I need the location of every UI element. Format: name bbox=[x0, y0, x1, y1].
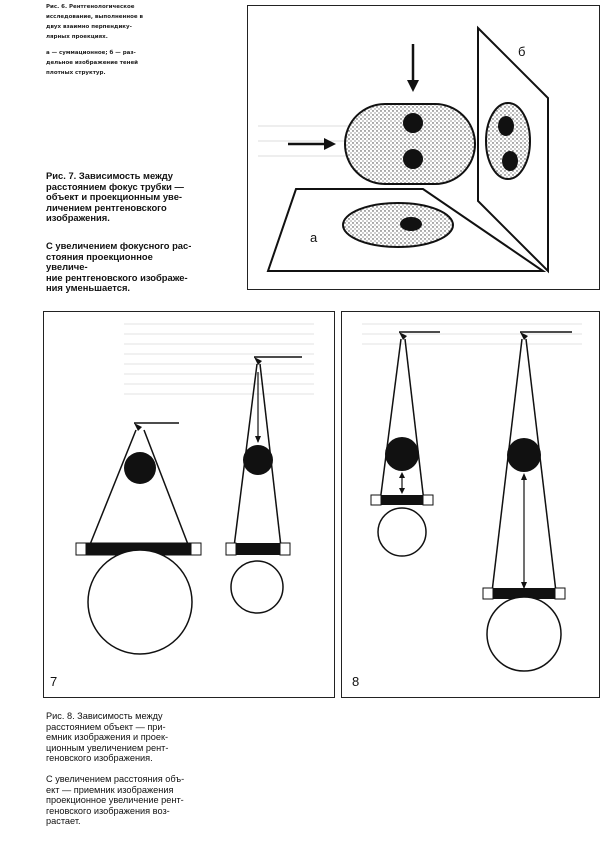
fig7-note-line: ния уменьшается. bbox=[46, 282, 131, 293]
projected-image-right bbox=[486, 596, 562, 672]
dense-structure bbox=[403, 149, 423, 169]
fig7-caption-line: Зависимость между bbox=[78, 170, 174, 181]
arrow-vertical-head bbox=[407, 80, 419, 92]
fig7-note-line: ние рентгеновского изображе- bbox=[46, 271, 188, 283]
fig7-caption-line: расстоянием фокус трубки — bbox=[46, 180, 184, 192]
fig7-note: С увеличением фокусного рас- стояния про… bbox=[46, 240, 196, 294]
fig6-caption-line: исследование, выполненное в bbox=[46, 14, 144, 20]
projected-image-right bbox=[230, 560, 284, 614]
fig6-caption-line: Рис. 6. Рентгенологическое bbox=[46, 4, 135, 10]
fig7-caption-lead: Рис. 7. bbox=[46, 170, 77, 181]
fig7-illustration: 7 bbox=[43, 311, 335, 698]
fig8-caption-line: Рис. 8. Зависимость между bbox=[46, 711, 163, 721]
object-right bbox=[507, 438, 541, 472]
fig6-caption-line: а — суммационное; б — раз- bbox=[46, 50, 136, 56]
object-left bbox=[124, 452, 156, 484]
fig7-note-line: стояния проекционное увеличе- bbox=[46, 250, 153, 272]
fig6-caption-line: лярных проекциях. bbox=[46, 34, 108, 40]
detector-right bbox=[492, 588, 556, 599]
fig7-number: 7 bbox=[50, 674, 57, 689]
separate-shadow bbox=[485, 102, 531, 180]
fig7-caption-line: объект и проекционным уве- bbox=[46, 191, 183, 202]
fig8-svg: 8 bbox=[352, 323, 582, 689]
fig7-svg: 7 bbox=[50, 323, 314, 689]
fig7-caption-line: личением рентгеновского bbox=[46, 201, 167, 213]
fig8-note-line: растает. bbox=[46, 816, 81, 826]
object-left bbox=[385, 437, 419, 471]
fig7-note-line: С увеличением фокусного рас- bbox=[46, 240, 192, 251]
dense-structure bbox=[403, 113, 423, 133]
fig7-caption-line: изображения. bbox=[46, 212, 110, 223]
separate-dense-shadow bbox=[502, 151, 518, 171]
fig6-svg: а б bbox=[258, 25, 549, 274]
separate-dense-shadow bbox=[498, 116, 514, 136]
projected-image-left bbox=[377, 507, 427, 557]
fig6-caption-line: двух взаимно перпендику- bbox=[46, 24, 132, 30]
fig7-caption: Рис. 7. Зависимость между расстоянием фо… bbox=[46, 170, 196, 224]
fig6-illustration: а б bbox=[247, 5, 600, 290]
focus-tube-right bbox=[520, 332, 528, 340]
fig6-label-b: б bbox=[518, 44, 525, 59]
focus-tube-left bbox=[399, 332, 407, 340]
fig8-caption: Рис. 8. Зависимость между расстоянием об… bbox=[46, 711, 206, 764]
detector-right bbox=[234, 543, 282, 555]
object-right bbox=[243, 445, 273, 475]
focus-tube-left bbox=[134, 423, 142, 431]
fig8-illustration: 8 bbox=[341, 311, 600, 698]
fig8-note: С увеличением расстояния объ- ект — прие… bbox=[46, 774, 206, 827]
fig8-note-line: ект — приемник изображения bbox=[46, 784, 174, 795]
fig8-caption-line: геновского изображения. bbox=[46, 753, 153, 763]
fig8-caption-line: емник изображения и проек- bbox=[46, 732, 169, 742]
detector-left bbox=[379, 495, 425, 505]
summation-dense-shadow bbox=[400, 217, 422, 231]
fig8-number: 8 bbox=[352, 674, 359, 689]
summation-shadow bbox=[342, 202, 454, 248]
fig6-label-a: а bbox=[310, 230, 318, 245]
projected-image-left bbox=[87, 549, 193, 655]
fig6-caption: Рис. 6. Рентгенологическое исследование,… bbox=[46, 2, 176, 78]
fig8-caption-line: ционным увеличением рент- bbox=[46, 742, 169, 753]
focus-tube-right bbox=[254, 357, 262, 365]
fig6-caption-line: дельное изображение теней bbox=[46, 60, 139, 66]
fig8-note-line: С увеличением расстояния объ- bbox=[46, 774, 185, 784]
fig6-caption-line: плотных структур. bbox=[46, 70, 106, 76]
object-body bbox=[344, 103, 476, 185]
fig8-caption-line: расстоянием объект — при- bbox=[46, 721, 166, 732]
fig8-note-line: геновского изображения воз- bbox=[46, 805, 170, 816]
fig8-note-line: проекционное увеличение рент- bbox=[46, 795, 184, 805]
arrow-horizontal-head bbox=[324, 138, 336, 150]
